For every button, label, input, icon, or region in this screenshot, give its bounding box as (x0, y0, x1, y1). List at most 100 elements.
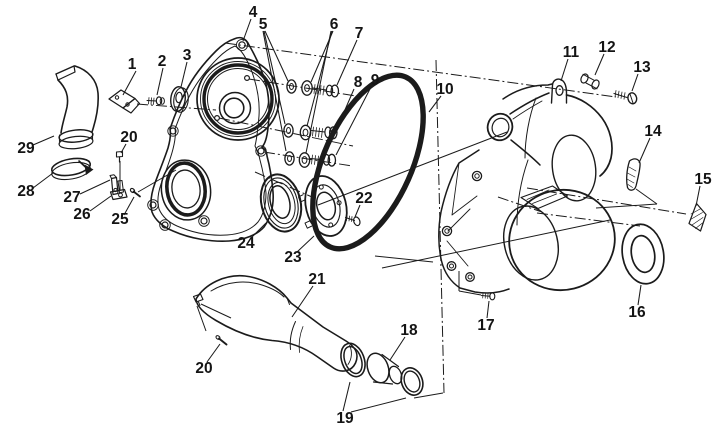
oring-inner (403, 370, 421, 393)
bracket-flap (122, 97, 141, 114)
duct-bolt-head (192, 293, 204, 303)
bolt-shaft (311, 130, 326, 133)
leader-line (206, 343, 221, 363)
leader-line (638, 137, 651, 164)
bolt-threads (313, 84, 325, 96)
leader-line (264, 30, 289, 82)
snout-bottom (510, 139, 541, 166)
part-tab-15 (688, 202, 707, 232)
screw-threads (482, 293, 489, 299)
screw-20-shaft (218, 337, 228, 346)
centerline-vertical (435, 59, 445, 394)
bracket-hole (114, 95, 120, 100)
snout-contour (512, 100, 543, 120)
leader-line (32, 172, 54, 189)
lock-washer (284, 151, 295, 166)
part-small-brackets (109, 150, 141, 201)
leader-line (560, 58, 569, 82)
bracket-26-foot (109, 188, 128, 201)
cover-hump (551, 134, 597, 202)
callout-label-25: 25 (111, 211, 129, 228)
sleeve-top (381, 353, 400, 368)
bracket-27 (110, 176, 119, 196)
duct-inner-top (210, 281, 285, 298)
snout-bore (491, 117, 510, 138)
ear-ring (198, 215, 210, 227)
duct-bolt-shaft (198, 301, 201, 306)
bolt-20-head (115, 150, 124, 158)
part-ring-16 (621, 223, 665, 285)
callout-label-5: 5 (259, 16, 268, 33)
cover-body-edge (516, 159, 529, 226)
leader-line (428, 95, 442, 113)
leader-line (594, 53, 605, 76)
flat-washer-hole (302, 128, 309, 137)
callout-label-10: 10 (436, 81, 453, 98)
plate-outer (304, 175, 348, 237)
wedge-hatch (626, 166, 637, 188)
flange-lug-hole (467, 274, 473, 280)
cover-outline-inner (157, 45, 267, 236)
leader-line (389, 336, 406, 361)
ear-hole (161, 221, 169, 229)
flange-lug-hole (449, 263, 454, 269)
callout-label-15: 15 (694, 171, 712, 188)
cover-rim-arc (502, 83, 553, 100)
bracket-26-upright (117, 180, 124, 194)
leader-line (631, 73, 639, 92)
callout-label-20: 20 (195, 360, 212, 377)
align-part14-b (595, 203, 658, 209)
leader-line (305, 30, 332, 154)
leader-line (296, 235, 315, 253)
leader-line (335, 86, 372, 156)
callout-label-18: 18 (400, 322, 418, 339)
plate-bore (315, 191, 337, 221)
bracket-hole (125, 102, 130, 107)
leader-line (123, 196, 135, 216)
align-screw17-b (458, 290, 482, 296)
leader-line (263, 30, 286, 125)
part-screw-17 (481, 292, 496, 301)
clamp-band-top (50, 157, 92, 177)
part-screw-13 (613, 90, 638, 105)
ear-hole (169, 127, 177, 135)
leader-line (336, 39, 358, 86)
screw-25-head (129, 187, 136, 194)
bracket-tab-hole (555, 85, 564, 96)
construction-lines (136, 42, 687, 394)
oring-outer (400, 367, 424, 396)
boss-hole (214, 114, 221, 121)
duct-crease (289, 321, 296, 350)
tab-body (688, 202, 707, 232)
sleeve-bottom (372, 381, 394, 385)
inlet-detail (526, 189, 557, 204)
callout-label-19: 19 (336, 410, 354, 427)
duct-flange-sides (58, 132, 94, 143)
ear-ring (255, 145, 267, 157)
ear-hole (149, 201, 157, 209)
drum-outer (508, 188, 616, 292)
sleeve-end (388, 365, 403, 385)
spacer-body (582, 73, 598, 90)
align-plate-cover (374, 255, 434, 263)
spacer-end (580, 73, 589, 84)
row3-hardware (284, 151, 337, 168)
align-ring-vertical (413, 392, 444, 399)
callout-label-21: 21 (308, 271, 326, 288)
centerline-plate (254, 171, 313, 198)
row1-hardware (286, 79, 340, 98)
cover-dome (565, 94, 613, 177)
callout-label-28: 28 (17, 183, 35, 200)
lock-washer-hole (287, 155, 292, 162)
hub-bore (223, 97, 245, 119)
centerline-bracket (136, 103, 217, 111)
callout-label-11: 11 (563, 44, 580, 61)
part-hose-clamp (50, 157, 94, 181)
lock-washer (283, 123, 294, 138)
screw-head (489, 292, 496, 301)
callout-label-24: 24 (237, 235, 255, 252)
ear-hole (200, 217, 208, 225)
bolt-head-face (327, 153, 337, 167)
bolt-threads (311, 154, 322, 166)
